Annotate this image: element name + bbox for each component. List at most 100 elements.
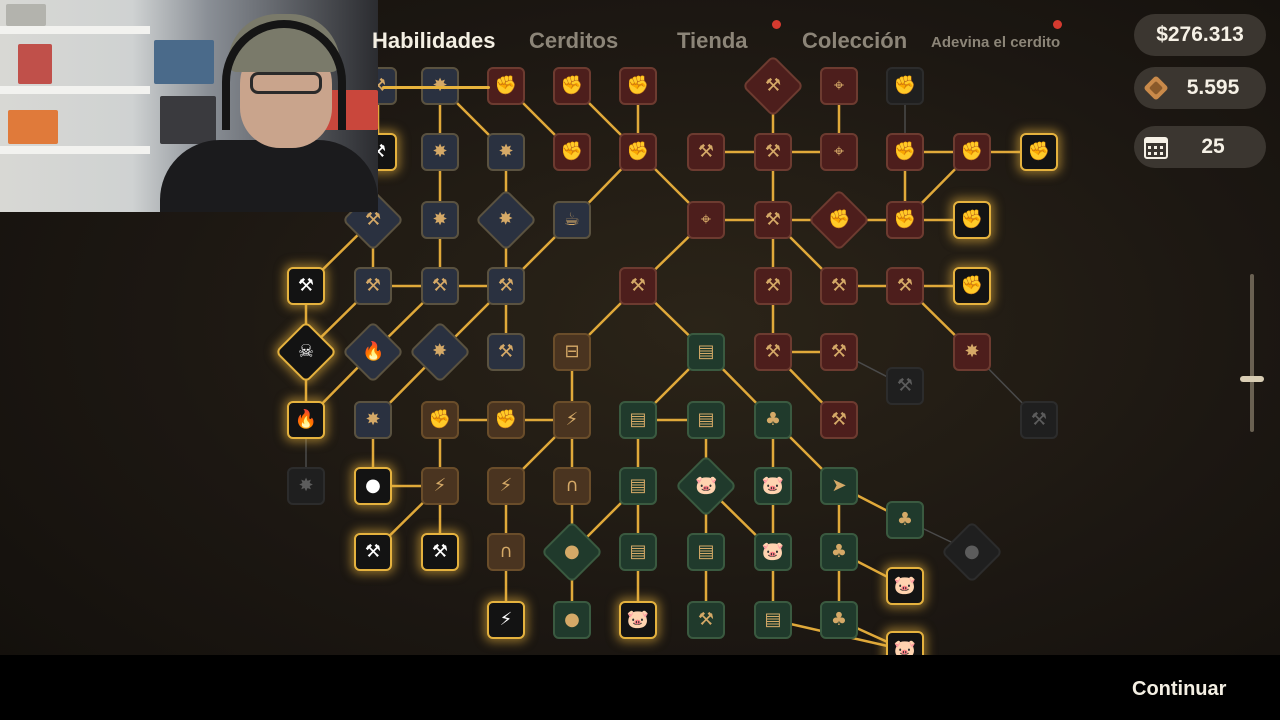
skill-node-lightning[interactable]: ⚡: [421, 467, 459, 505]
skill-node-burst[interactable]: ✸: [354, 401, 392, 439]
token-icon: [1144, 76, 1168, 100]
skill-node-hammer[interactable]: ⚒: [487, 333, 525, 371]
shelf-object: [6, 4, 46, 26]
skill-node-clover[interactable]: ♣: [820, 601, 858, 639]
skill-node-stack[interactable]: ▤: [619, 467, 657, 505]
skill-node-target[interactable]: ⌖: [820, 133, 858, 171]
skill-node-fist[interactable]: ✊: [487, 401, 525, 439]
skill-node-stack[interactable]: ▤: [687, 533, 725, 571]
skill-node-clover[interactable]: ♣: [886, 501, 924, 539]
skill-node-hammer[interactable]: ⚒: [886, 367, 924, 405]
coin-icon: ●: [564, 609, 580, 630]
hammer-icon: ⚒: [764, 275, 782, 296]
hammer-icon: ⚒: [896, 375, 914, 396]
skill-node-fist[interactable]: ✊: [487, 67, 525, 105]
continue-button[interactable]: Continuar: [1132, 678, 1227, 700]
skill-node-hammer[interactable]: ⚒: [886, 267, 924, 305]
skill-node-hammer[interactable]: ⚒: [687, 133, 725, 171]
day-counter: 25: [1134, 126, 1266, 168]
skill-node-hammer[interactable]: ⚒: [354, 267, 392, 305]
skill-node-cursor[interactable]: ➤: [820, 467, 858, 505]
skill-node-coin[interactable]: ●: [553, 601, 591, 639]
skill-node-dumbbell[interactable]: ⊟: [553, 333, 591, 371]
skill-node-burst[interactable]: ✸: [953, 333, 991, 371]
skill-node-fire[interactable]: 🔥: [287, 401, 325, 439]
skill-node-target[interactable]: ⌖: [820, 67, 858, 105]
skill-node-hammer[interactable]: ⚒: [754, 201, 792, 239]
tab-tienda[interactable]: Tienda: [677, 28, 748, 53]
hammer-icon: ⚒: [364, 275, 382, 296]
tab-coleccion[interactable]: Colección: [802, 28, 908, 53]
skill-node-fist[interactable]: ✊: [553, 133, 591, 171]
skill-node-fist[interactable]: ✊: [421, 401, 459, 439]
skill-node-cup[interactable]: ☕: [553, 201, 591, 239]
skill-node-target[interactable]: ⌖: [687, 201, 725, 239]
skill-node-piggy[interactable]: 🐷: [754, 467, 792, 505]
skill-node-grip[interactable]: ∩: [487, 533, 525, 571]
skill-node-stack[interactable]: ▤: [687, 333, 725, 371]
skill-node-hammer[interactable]: ⚒: [287, 267, 325, 305]
skill-node-fist[interactable]: ✊: [953, 201, 991, 239]
skill-node-lightning[interactable]: ⚡: [487, 467, 525, 505]
skill-node-hammer[interactable]: ⚒: [687, 601, 725, 639]
zoom-slider-track[interactable]: [1250, 274, 1254, 432]
skill-node-lightning[interactable]: ⚡: [553, 401, 591, 439]
tab-habilidades[interactable]: Habilidades: [372, 28, 496, 53]
zoom-slider-thumb[interactable]: [1240, 376, 1264, 382]
burst-icon: ✸: [298, 475, 314, 496]
skill-node-hammer[interactable]: ⚒: [1020, 401, 1058, 439]
skill-node-burst[interactable]: ✸: [421, 201, 459, 239]
skill-node-hammer[interactable]: ⚒: [421, 533, 459, 571]
burst-icon: ✸: [365, 409, 381, 430]
skill-node-burst[interactable]: ✸: [287, 467, 325, 505]
skill-node-fist[interactable]: ✊: [619, 133, 657, 171]
tienda-notification-dot: [772, 20, 781, 29]
skill-node-stack[interactable]: ▤: [687, 401, 725, 439]
skill-node-hammer[interactable]: ⚒: [820, 401, 858, 439]
skill-node-fist[interactable]: ✊: [1020, 133, 1058, 171]
skill-node-fist[interactable]: ✊: [953, 267, 991, 305]
skill-node-stack[interactable]: ▤: [754, 601, 792, 639]
skill-node-coin[interactable]: ●: [354, 467, 392, 505]
skill-node-burst[interactable]: ✸: [487, 133, 525, 171]
skill-node-stack[interactable]: ▤: [619, 401, 657, 439]
skill-node-hammer[interactable]: ⚒: [487, 267, 525, 305]
piggy-icon: 🐷: [893, 575, 917, 596]
fist-icon: ✊: [960, 275, 984, 296]
grip-icon: ∩: [565, 475, 579, 496]
fire-icon: 🔥: [361, 340, 385, 362]
skill-node-hammer[interactable]: ⚒: [421, 267, 459, 305]
shelf-object: [8, 110, 58, 144]
lightning-icon: ⚡: [565, 409, 579, 430]
hammer-icon: ⚒: [497, 341, 515, 362]
skill-node-clover[interactable]: ♣: [754, 401, 792, 439]
skill-node-hammer[interactable]: ⚒: [820, 267, 858, 305]
hammer-icon: ⚒: [697, 141, 715, 162]
tab-cerditos[interactable]: Cerditos: [529, 28, 619, 53]
skill-node-fist[interactable]: ✊: [886, 67, 924, 105]
skill-node-hammer[interactable]: ⚒: [754, 133, 792, 171]
skill-node-stack[interactable]: ▤: [619, 533, 657, 571]
skill-node-hammer[interactable]: ⚒: [820, 333, 858, 371]
skill-node-fist[interactable]: ✊: [886, 133, 924, 171]
skill-node-hammer[interactable]: ⚒: [754, 267, 792, 305]
skill-node-clover[interactable]: ♣: [820, 533, 858, 571]
skill-node-piggy[interactable]: 🐷: [886, 567, 924, 605]
hammer-icon: ⚒: [364, 208, 382, 230]
coin-icon: ●: [365, 475, 381, 496]
skill-node-lightning[interactable]: ⚡: [487, 601, 525, 639]
skill-node-fist[interactable]: ✊: [619, 67, 657, 105]
skill-node-burst[interactable]: ✸: [421, 133, 459, 171]
skill-node-grip[interactable]: ∩: [553, 467, 591, 505]
skill-node-hammer[interactable]: ⚒: [619, 267, 657, 305]
skill-node-hammer[interactable]: ⚒: [354, 533, 392, 571]
person-body: [160, 140, 378, 212]
tab-adevina-el-cerdito[interactable]: Adevina el cerdito: [931, 34, 1061, 51]
skill-node-fist[interactable]: ✊: [886, 201, 924, 239]
skill-node-fist[interactable]: ✊: [553, 67, 591, 105]
skill-node-hammer[interactable]: ⚒: [754, 333, 792, 371]
skill-node-fist[interactable]: ✊: [953, 133, 991, 171]
skill-node-piggy[interactable]: 🐷: [754, 533, 792, 571]
skill-node-piggy[interactable]: 🐷: [619, 601, 657, 639]
money-value: $276.313: [1156, 23, 1244, 46]
